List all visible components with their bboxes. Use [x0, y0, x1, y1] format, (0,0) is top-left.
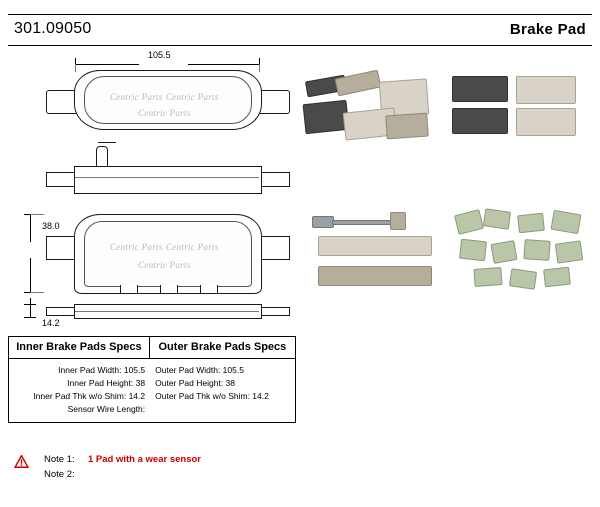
watermark-text: Centric Parts: [166, 92, 219, 102]
dimension-height-line-top: [30, 214, 31, 242]
inner-specs-header: Inner Brake Pads Specs: [9, 337, 150, 358]
hardware-clip: [482, 208, 512, 230]
hardware-clip: [508, 268, 538, 290]
specs-table-header-row: Inner Brake Pads Specs Outer Brake Pads …: [9, 337, 295, 359]
pad-side-view-divider: [75, 177, 259, 178]
shim-strip-bottom: [318, 266, 432, 286]
hardware-clip: [523, 239, 551, 261]
hardware-clip: [517, 212, 545, 234]
dimension-thickness-label: 14.2: [42, 318, 60, 328]
pad-bottom-notch-left: [120, 285, 138, 294]
notes-section: Note 1: 1 Pad with a wear sensor Note 2:: [14, 452, 434, 482]
dimension-width-line-left: [75, 64, 139, 65]
spec-outer-pad-height: Outer Pad Height: 38: [155, 378, 235, 388]
dimension-width-label: 105.5: [148, 50, 171, 60]
outer-specs-column: Outer Pad Width: 105.5 Outer Pad Height:…: [149, 359, 295, 422]
note-1-text: 1 Pad with a wear sensor: [88, 454, 201, 465]
dimension-width-line-right: [188, 64, 260, 65]
dimension-extension-left: [75, 64, 76, 72]
hardware-clip: [459, 238, 487, 262]
pad-side-ear-right: [258, 172, 290, 187]
hardware-clip: [490, 240, 518, 264]
dimension-height-label: 38.0: [42, 221, 60, 231]
part-number: 301.09050: [14, 20, 92, 37]
pad-rear-dark-bottom: [452, 108, 508, 134]
watermark-text: Centric Parts: [166, 242, 219, 252]
outer-specs-header: Outer Brake Pads Specs: [158, 341, 287, 353]
specs-table-body: Inner Pad Width: 105.5 Inner Pad Height:…: [9, 359, 295, 422]
spec-inner-pad-height: Inner Pad Height: 38: [67, 378, 146, 388]
pad-top-ear-right: [258, 90, 290, 114]
pad-rear-light-bottom: [516, 108, 576, 136]
sensor-wire-drawing: [98, 142, 116, 143]
pad-edge-view-divider: [75, 311, 259, 312]
watermark-text: Centric Parts: [138, 260, 191, 270]
note-1-label: Note 1:: [44, 454, 75, 465]
product-photo-panel: [296, 60, 600, 330]
hardware-clip: [543, 266, 571, 288]
page-header: 301.09050 Brake Pad: [0, 0, 600, 46]
spec-inner-pad-width: Inner Pad Width: 105.5: [58, 365, 146, 375]
photo-pad-set-rear: [452, 74, 596, 160]
pad-bottom-ear-right: [258, 236, 290, 260]
spec-outer-pad-width: Outer Pad Width: 105.5: [155, 365, 244, 375]
spec-outer-pad-thickness: Outer Pad Thk w/o Shim: 14.2: [155, 391, 269, 401]
dimension-extension-right: [259, 64, 260, 72]
page-title: Brake Pad: [509, 21, 586, 38]
dimension-thickness-tick-top: [24, 304, 36, 305]
hardware-clip: [473, 267, 503, 287]
pad-side-view-outline: [74, 166, 262, 194]
spec-inner-pad-thickness: Inner Pad Thk w/o Shim: 14.2: [33, 391, 146, 401]
pad-bottom-friction-surface: [84, 221, 252, 287]
pad-bottom-notch-center: [160, 285, 178, 294]
pad-rear-dark-top: [452, 76, 508, 102]
dimension-height-ext-top: [30, 214, 44, 215]
watermark-text: Centric Parts: [138, 108, 191, 118]
pad-thin-ear-right: [258, 307, 290, 316]
sensor-connector: [312, 216, 334, 228]
hardware-clip: [453, 209, 485, 235]
spec-sensor-wire-length: Sensor Wire Length:: [67, 404, 146, 414]
photo-hardware-kit: [453, 208, 600, 302]
dimension-height-ext-bottom: [30, 292, 44, 293]
sensor-tip: [390, 212, 406, 230]
dimension-thickness-line-top: [30, 298, 31, 318]
photo-wear-sensor-and-shims: [312, 210, 452, 300]
pad-friction-block: [334, 69, 382, 97]
hardware-clip: [554, 240, 584, 264]
pad-bottom-notch-right: [200, 285, 218, 294]
watermark-text: Centric Parts: [110, 242, 163, 252]
pad-top-friction-surface: [84, 76, 252, 124]
photo-pad-set-front: [300, 69, 436, 158]
dimension-height-line-bottom: [30, 258, 31, 292]
technical-drawing-panel: 105.5 Centric Parts Centric Parts Centri…: [0, 46, 300, 331]
specs-table: Inner Brake Pads Specs Outer Brake Pads …: [8, 336, 296, 423]
header-bottom-rule: [8, 45, 592, 46]
hardware-clip: [550, 209, 582, 235]
watermark-text: Centric Parts: [110, 92, 163, 102]
dimension-thickness-tick-bottom: [24, 317, 36, 318]
inner-specs-column: Inner Pad Width: 105.5 Inner Pad Height:…: [9, 359, 149, 422]
note-2-label: Note 2:: [44, 469, 75, 480]
note-2-row: Note 2:: [44, 467, 434, 482]
header-top-rule: [8, 14, 592, 15]
warning-icon: [14, 455, 29, 468]
pad-shim: [385, 112, 429, 140]
sensor-wire: [332, 220, 392, 225]
pad-rear-light-top: [516, 76, 576, 104]
note-1-row: Note 1: 1 Pad with a wear sensor: [44, 452, 434, 467]
shim-strip-top: [318, 236, 432, 256]
